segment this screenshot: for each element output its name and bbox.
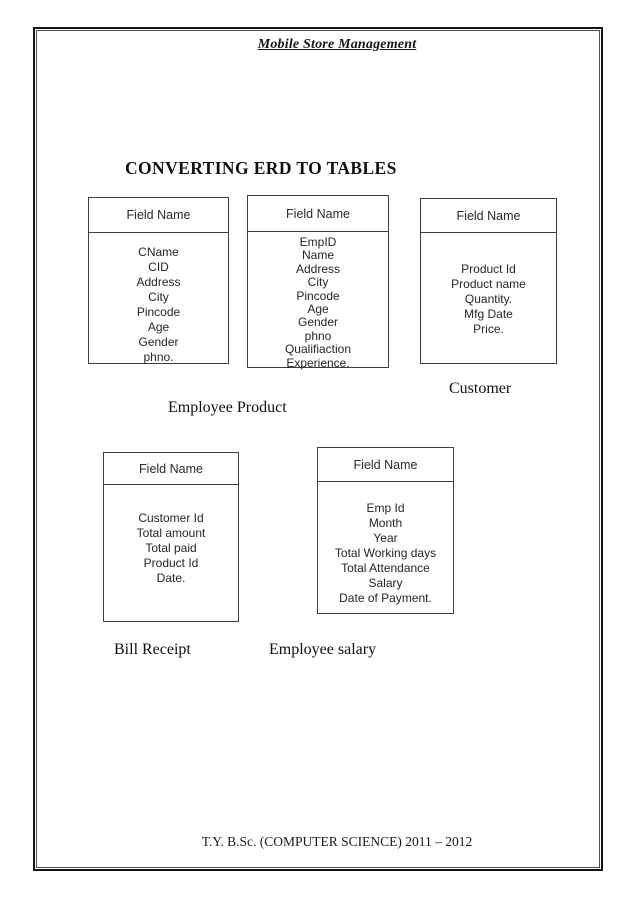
page-border xyxy=(33,27,603,871)
column-header-label: Field Name xyxy=(456,208,521,223)
field-row: Address xyxy=(295,261,341,276)
table-bill-receipt-header: Field Name xyxy=(104,453,238,485)
field-row: Year xyxy=(373,531,398,545)
field-row: Mfg Date xyxy=(464,307,513,321)
field-row: Qualifiaction xyxy=(284,342,352,357)
caption-employee-product: Employee Product xyxy=(168,399,287,416)
column-header-label: Field Name xyxy=(126,208,191,222)
field-row: Product Id xyxy=(461,262,516,276)
caption-bill-receipt: Bill Receipt xyxy=(114,641,191,658)
document-footer: T.Y. B.Sc. (COMPUTER SCIENCE) 2011 – 201… xyxy=(201,834,473,849)
field-row: City xyxy=(307,275,329,290)
field-row: Salary xyxy=(368,576,403,590)
table-product-header: Field Name xyxy=(421,199,556,233)
field-row: Gender xyxy=(138,335,179,349)
field-row: phno. xyxy=(143,350,174,364)
field-row: Gender xyxy=(297,315,339,330)
field-row: Total paid xyxy=(145,541,197,555)
field-row: Price. xyxy=(473,322,504,336)
field-row: Month xyxy=(368,516,403,530)
field-row: Name xyxy=(301,248,334,263)
field-row: Date of Payment. xyxy=(339,591,432,605)
field-row: Pincode xyxy=(136,305,181,319)
field-row: Address xyxy=(136,275,181,289)
field-row: Quantity. xyxy=(464,292,513,306)
field-row: Date. xyxy=(156,571,186,585)
column-header-label: Field Name xyxy=(139,461,203,476)
column-header-label: Field Name xyxy=(286,206,350,221)
field-row: Product Id xyxy=(143,556,199,570)
field-row: Age xyxy=(147,320,170,334)
field-row: Total amount xyxy=(136,526,206,540)
field-row: City xyxy=(148,290,169,304)
field-row: CName xyxy=(138,245,179,259)
field-row: EmpID xyxy=(299,235,337,249)
field-row: phno xyxy=(304,328,332,343)
field-row: Customer Id xyxy=(138,511,204,525)
field-row: Total Attendance xyxy=(341,561,430,575)
field-row: Pincode xyxy=(296,288,340,303)
document-header-title: Mobile Store Management xyxy=(257,37,417,52)
table-employee-salary-header: Field Name xyxy=(318,448,453,482)
field-row: Product name xyxy=(451,277,526,291)
field-row: Age xyxy=(307,302,329,317)
field-row: Experience. xyxy=(286,355,350,370)
table-customer-header: Field Name xyxy=(89,198,228,233)
field-row: CID xyxy=(148,260,169,274)
caption-customer: Customer xyxy=(449,380,512,397)
field-row: Total Working days xyxy=(334,546,437,560)
column-header-label: Field Name xyxy=(353,457,418,472)
section-title: CONVERTING ERD TO TABLES xyxy=(125,158,397,178)
table-employee-header: Field Name xyxy=(248,196,388,232)
caption-employee-salary: Employee salary xyxy=(269,641,377,658)
field-row: Emp Id xyxy=(366,501,405,515)
